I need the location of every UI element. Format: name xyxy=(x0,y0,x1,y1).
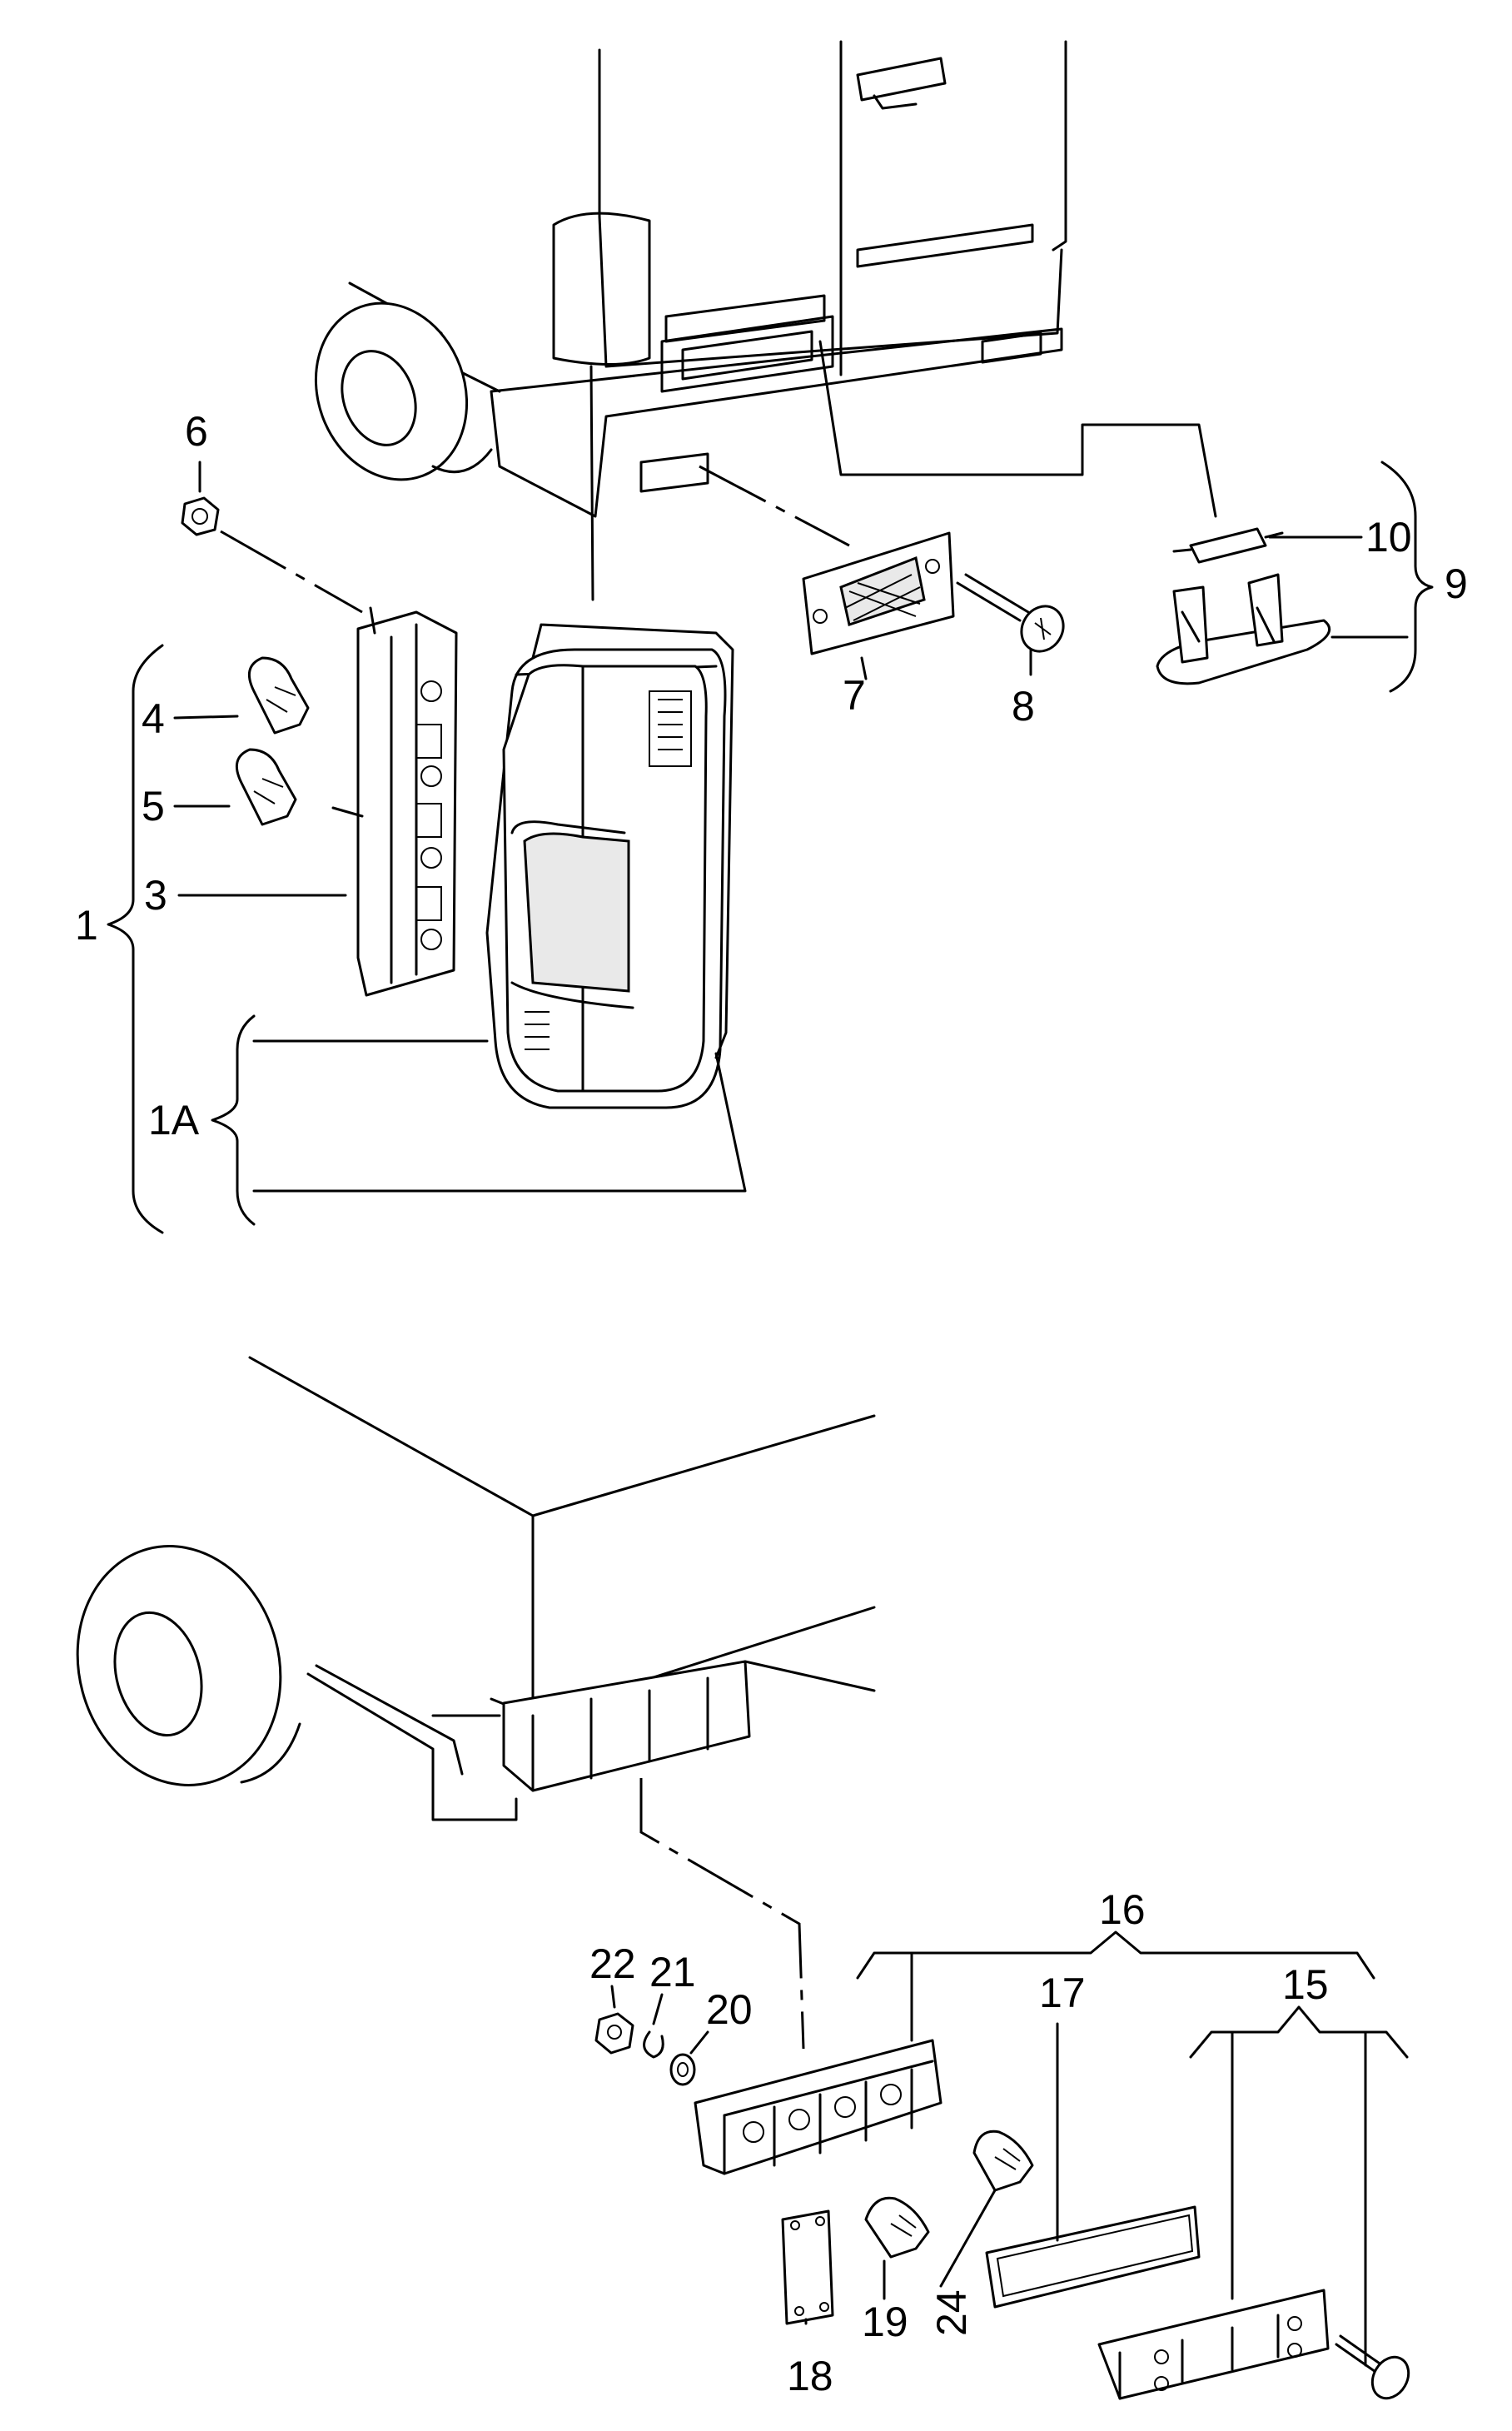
bulb-5 xyxy=(235,748,297,826)
callout-19: 19 xyxy=(862,2299,908,2345)
upper-callout-leaders xyxy=(107,461,1434,1234)
flatbed-rear xyxy=(76,1356,876,1821)
callout-10: 10 xyxy=(1365,514,1412,560)
lens-17 xyxy=(985,2205,1201,2309)
callout-8: 8 xyxy=(1012,683,1035,730)
callout-6: 6 xyxy=(185,408,208,455)
screw-15 xyxy=(1335,2334,1410,2400)
connector-18 xyxy=(781,2209,834,2325)
leader-plate-lamp-to-9 xyxy=(818,340,1217,518)
bulb-10 xyxy=(1172,527,1284,564)
rear-lamp-16 xyxy=(694,2039,943,2175)
callout-22: 22 xyxy=(589,1940,636,1987)
callout-24: 24 xyxy=(928,2289,975,2336)
van-rear-body xyxy=(314,40,1067,601)
leader-6 xyxy=(220,530,363,614)
washer-20 xyxy=(669,2053,696,2086)
bulb-24 xyxy=(972,2130,1034,2192)
callout-15: 15 xyxy=(1282,1961,1329,2008)
washer-21 xyxy=(643,2030,664,2059)
nut-6 xyxy=(181,496,220,536)
callout-7: 7 xyxy=(843,672,866,719)
bulb-carrier-3 xyxy=(331,606,458,997)
callout-3: 3 xyxy=(144,872,167,919)
callout-17: 17 xyxy=(1039,1970,1086,2016)
reflector-15 xyxy=(1097,2289,1330,2400)
callout-4: 4 xyxy=(142,695,165,742)
callout-9: 9 xyxy=(1445,560,1468,607)
plate-lamp-holder-9 xyxy=(1156,573,1331,685)
leader-7-to-bumper xyxy=(699,465,850,547)
callout-5: 5 xyxy=(142,783,165,829)
lower-callout-leaders xyxy=(610,1930,1409,2367)
callout-1a: 1A xyxy=(148,1097,200,1143)
callout-16: 16 xyxy=(1099,1886,1146,1933)
callout-20: 20 xyxy=(706,1986,753,2033)
bulb-4 xyxy=(247,656,310,735)
bulb-19 xyxy=(864,2196,930,2259)
reflector-7 xyxy=(802,531,955,655)
tail-lamp-lens-1a xyxy=(485,623,734,1109)
callout-21: 21 xyxy=(649,1949,696,1995)
screw-8 xyxy=(956,573,1065,653)
nut-22 xyxy=(594,2012,634,2055)
callout-1: 1 xyxy=(75,902,98,949)
leader-lamp-to-16 xyxy=(639,1778,805,2050)
callout-18: 18 xyxy=(787,2353,833,2399)
